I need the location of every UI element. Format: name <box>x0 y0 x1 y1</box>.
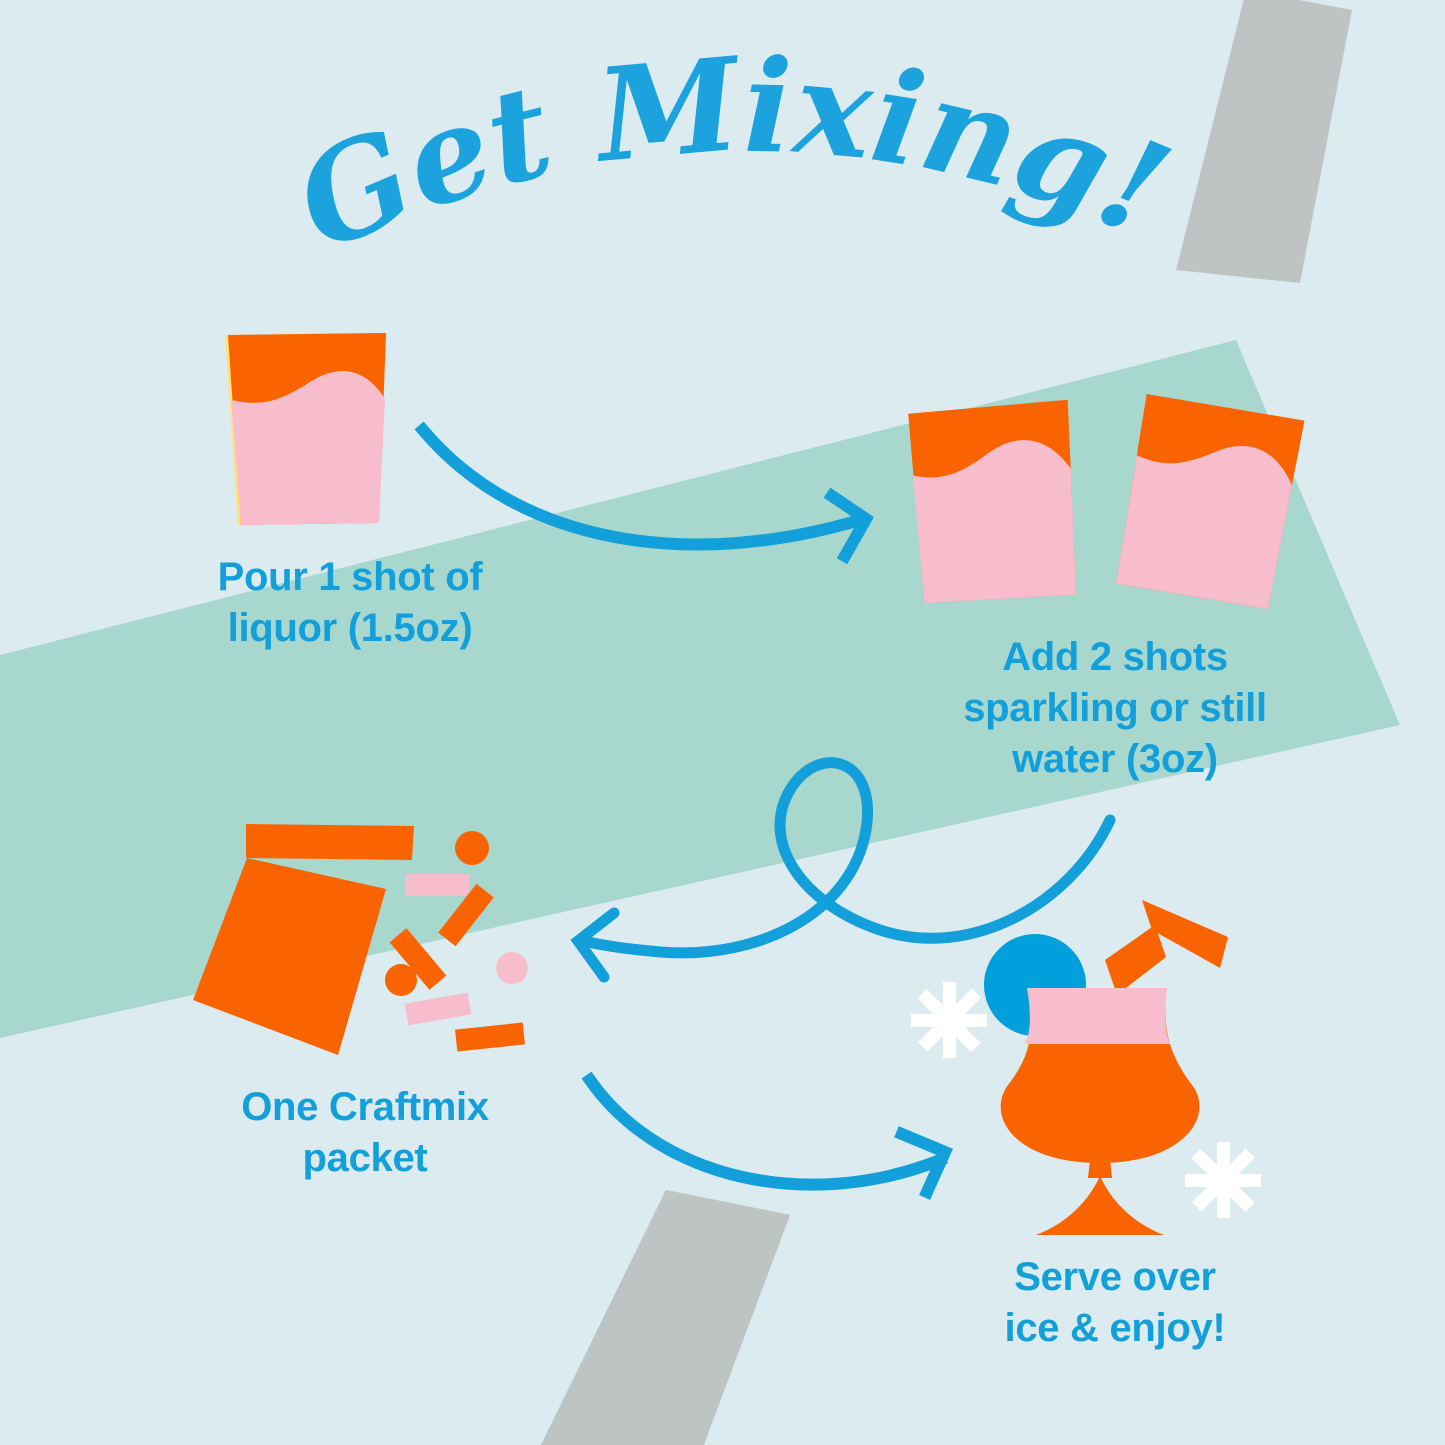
gray-rectangle-top-right <box>1176 0 1352 283</box>
straw-icon <box>1105 900 1228 995</box>
step-4-label: Serve over ice & enjoy! <box>1004 1255 1226 1351</box>
craftmix-packet-icon <box>193 824 528 1055</box>
packet-body <box>193 858 386 1055</box>
sparkle-star-left <box>911 982 987 1058</box>
cocktail-glass-icon <box>911 900 1261 1235</box>
two-shot-glasses-icon <box>908 394 1305 610</box>
tumbler-glass-icon <box>225 333 386 525</box>
step-1-label: Pour 1 shot of liquor (1.5oz) <box>217 555 483 651</box>
gray-rectangle-bottom-front <box>540 1190 790 1445</box>
glass-liquid-top <box>1025 988 1170 1044</box>
curved-arrow-right-icon <box>414 421 874 565</box>
sparkle-star-right <box>1185 1142 1261 1218</box>
looping-arrow-left-icon <box>570 757 1116 983</box>
step-3-label: One Craftmix packet <box>241 1085 489 1181</box>
curved-arrow-right-icon-2 <box>581 1071 953 1200</box>
glass-stem <box>1088 1160 1112 1178</box>
packet-particles <box>385 831 528 1052</box>
glass-foot <box>1036 1176 1164 1235</box>
step-2-label: Add 2 shots sparkling or still water (3o… <box>963 635 1267 782</box>
packet-top-strip <box>246 824 414 860</box>
